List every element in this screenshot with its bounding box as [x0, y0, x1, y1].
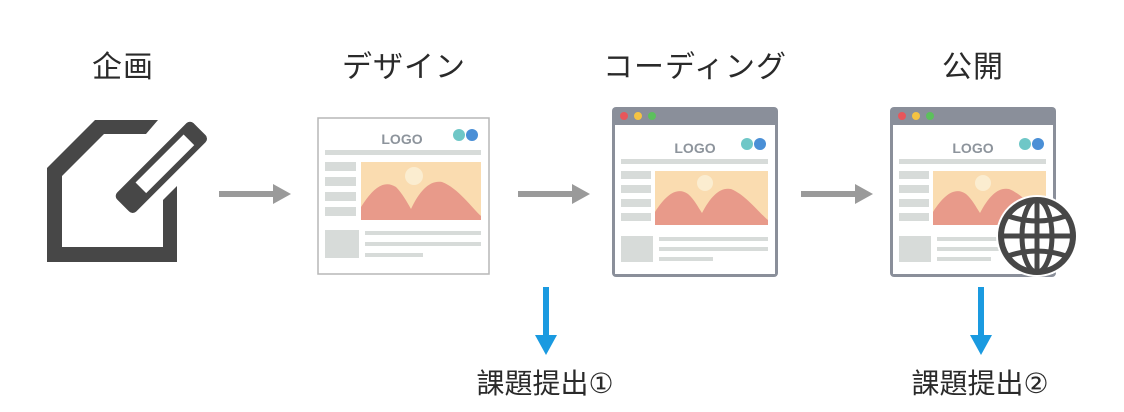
task-submission-2-label: 課題提出②: [911, 367, 1049, 400]
globe-icon: [996, 195, 1078, 277]
logo-dot-blue: [466, 129, 478, 141]
published-browser-globe-icon: LOGO: [890, 107, 1078, 277]
flow-arrow-1: [219, 184, 291, 204]
task-arrow-1: [535, 287, 557, 355]
task-submission-1-label: 課題提出①: [476, 367, 614, 400]
flow-arrow-3: [801, 184, 873, 204]
step-label-publish: 公開: [942, 50, 1004, 85]
design-mockup-icon: LOGO: [317, 117, 490, 275]
step-label-design: デザイン: [342, 50, 466, 85]
design-logo-text: LOGO: [381, 131, 422, 147]
step-label-coding: コーディング: [603, 50, 787, 85]
logo-dot-teal: [453, 129, 465, 141]
step-label-planning: 企画: [92, 50, 154, 85]
browser-window-icon: LOGO: [612, 107, 778, 277]
coding-logo-text: LOGO: [674, 140, 715, 156]
flow-arrow-2: [518, 184, 590, 204]
task-arrow-2: [970, 287, 992, 355]
edit-document-icon: [47, 120, 208, 262]
publish-logo-text: LOGO: [952, 140, 993, 156]
